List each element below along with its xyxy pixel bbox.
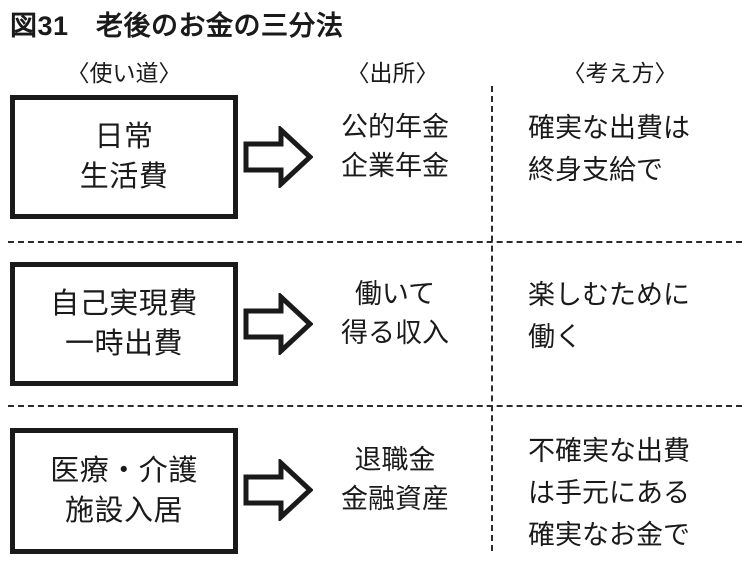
source-line: 働いて	[354, 279, 436, 309]
idea-line: 終身支給で	[528, 155, 663, 185]
column-header-idea: 〈考え方〉	[562, 60, 678, 86]
category-line: 施設入居	[64, 495, 183, 527]
category-line: 一時出費	[64, 328, 183, 360]
block-arrow-right-icon	[243, 126, 313, 188]
category-box: 自己実現費 一時出費	[10, 262, 238, 386]
column-header-source: 〈出所〉	[346, 60, 439, 86]
block-arrow-right-icon	[243, 293, 313, 355]
table-row: 自己実現費 一時出費 働いて 得る収入 楽しむために 働く	[0, 262, 748, 387]
idea-line: 楽しむために	[528, 280, 690, 310]
row-divider-2	[8, 405, 742, 407]
table-row: 医療・介護 施設入居 退職金 金融資産 不確実な出費 は手元にある 確実なお金で	[0, 428, 748, 555]
source-line: 公的年金	[341, 112, 449, 142]
source-column: 退職金 金融資産	[305, 441, 485, 519]
category-line: 日常	[94, 121, 154, 153]
row-divider-1	[8, 241, 742, 243]
idea-column: 不確実な出費 は手元にある 確実なお金で	[528, 430, 743, 556]
idea-column: 楽しむために 働く	[528, 274, 743, 358]
category-line: 医療・介護	[50, 455, 198, 487]
source-line: 企業年金	[341, 151, 449, 181]
source-column: 公的年金 企業年金	[305, 108, 485, 186]
table-row: 日常 生活費 公的年金 企業年金 確実な出費は 終身支給で	[0, 95, 748, 220]
category-line: 生活費	[79, 161, 169, 193]
idea-line: 働く	[528, 322, 582, 352]
idea-line: 不確実な出費	[528, 436, 690, 466]
source-column: 働いて 得る収入	[305, 275, 485, 353]
column-divider-vertical	[491, 86, 493, 551]
source-line: 金融資産	[341, 484, 449, 514]
page-title: 図31 老後のお金の三分法	[10, 11, 344, 41]
idea-line: 確実なお金で	[528, 520, 690, 550]
source-line: 退職金	[354, 445, 436, 475]
category-box: 医療・介護 施設入居	[10, 428, 238, 554]
idea-line: 確実な出費は	[528, 113, 690, 143]
idea-line: は手元にある	[528, 478, 690, 508]
category-line: 自己実現費	[50, 288, 198, 320]
column-header-use: 〈使い道〉	[66, 60, 182, 86]
category-box: 日常 生活費	[10, 95, 238, 219]
source-line: 得る収入	[341, 318, 449, 348]
idea-column: 確実な出費は 終身支給で	[528, 107, 743, 191]
block-arrow-right-icon	[243, 459, 313, 521]
